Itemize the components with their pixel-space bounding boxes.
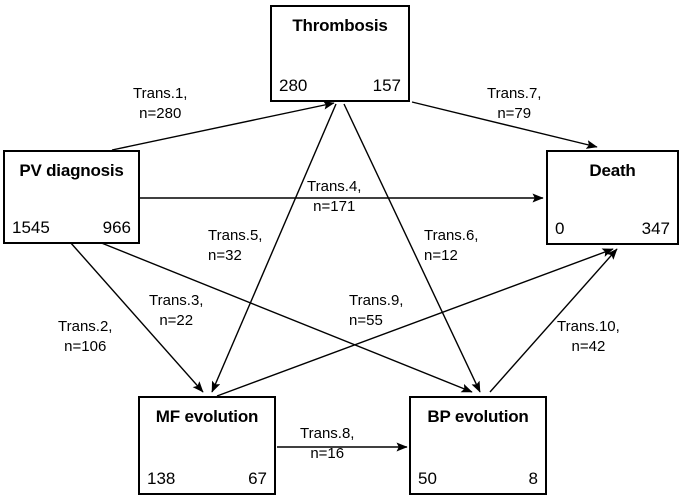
arrow-trans2 — [69, 241, 204, 393]
transition-count-trans9: n=55 — [349, 312, 383, 330]
transition-name-trans7: Trans.7, — [487, 85, 542, 102]
state-box-thrombosis[interactable]: Thrombosis 280 157 — [270, 5, 410, 102]
transition-count-trans5: n=32 — [208, 247, 242, 265]
state-box-death[interactable]: Death 0 347 — [546, 150, 679, 245]
transition-name-trans5: Trans.5, — [208, 227, 263, 244]
state-box-mf-evolution[interactable]: MF evolution 138 67 — [138, 396, 276, 495]
transition-label-trans4: Trans.4, n=171 — [307, 177, 361, 218]
arrow-trans3 — [98, 241, 473, 393]
transition-name-trans8: Trans.8, — [300, 425, 355, 442]
state-right-value-death: 347 — [641, 219, 670, 238]
transition-name-trans3: Trans.3, — [149, 292, 204, 309]
state-right-value-pv-diagnosis: 966 — [102, 218, 131, 237]
state-box-pv-diagnosis[interactable]: PV diagnosis 1545 966 — [3, 150, 140, 244]
state-title-death: Death — [589, 161, 636, 180]
transition-name-trans9: Trans.9, — [349, 292, 404, 309]
transition-count-trans3: n=22 — [159, 312, 194, 330]
transition-label-trans7: Trans.7, n=79 — [487, 84, 541, 125]
transition-name-trans1: Trans.1, — [133, 85, 188, 102]
arrow-trans9 — [216, 248, 614, 397]
transition-label-trans6: Trans.6, n=12 — [424, 226, 478, 267]
arrow-trans1 — [111, 100, 335, 151]
state-left-value-bp-evolution: 50 — [418, 469, 437, 488]
state-left-value-mf-evolution: 138 — [147, 469, 176, 488]
transition-count-trans6: n=12 — [424, 247, 458, 265]
transition-name-trans10: Trans.10, — [557, 318, 620, 335]
transition-count-trans4: n=171 — [313, 198, 356, 216]
transition-label-trans5: Trans.5, n=32 — [208, 226, 262, 267]
transition-name-trans2: Trans.2, — [58, 318, 113, 335]
transition-name-trans4: Trans.4, — [307, 178, 362, 195]
arrow-trans10 — [489, 248, 618, 393]
transition-label-trans10: Trans.10, n=42 — [557, 317, 620, 358]
transition-count-trans1: n=280 — [139, 105, 182, 123]
transition-label-trans9: Trans.9, n=55 — [349, 291, 403, 332]
transition-label-trans8: Trans.8, n=16 — [300, 424, 354, 465]
state-right-value-thrombosis: 157 — [372, 76, 401, 95]
transition-label-trans2: Trans.2, n=106 — [58, 317, 112, 358]
state-right-value-mf-evolution: 67 — [248, 469, 267, 488]
state-left-value-thrombosis: 280 — [279, 76, 308, 95]
transition-name-trans6: Trans.6, — [424, 227, 479, 244]
state-left-value-pv-diagnosis: 1545 — [12, 218, 50, 237]
state-title-pv-diagnosis: PV diagnosis — [19, 161, 124, 180]
transition-count-trans8: n=16 — [310, 445, 345, 463]
state-title-bp-evolution: BP evolution — [427, 407, 529, 426]
state-right-value-bp-evolution: 8 — [528, 469, 538, 488]
transition-count-trans2: n=106 — [64, 338, 107, 356]
transition-count-trans10: n=42 — [571, 338, 606, 356]
state-title-thrombosis: Thrombosis — [292, 16, 388, 35]
transition-label-trans3: Trans.3, n=22 — [149, 291, 203, 332]
state-box-bp-evolution[interactable]: BP evolution 50 8 — [409, 396, 547, 495]
arrow-trans6 — [343, 103, 481, 393]
transition-label-trans1: Trans.1, n=280 — [133, 84, 187, 125]
state-left-value-death: 0 — [555, 219, 565, 238]
arrow-trans7 — [411, 101, 598, 149]
state-title-mf-evolution: MF evolution — [155, 407, 259, 426]
arrow-trans5 — [211, 103, 337, 393]
transition-count-trans7: n=79 — [497, 105, 532, 123]
